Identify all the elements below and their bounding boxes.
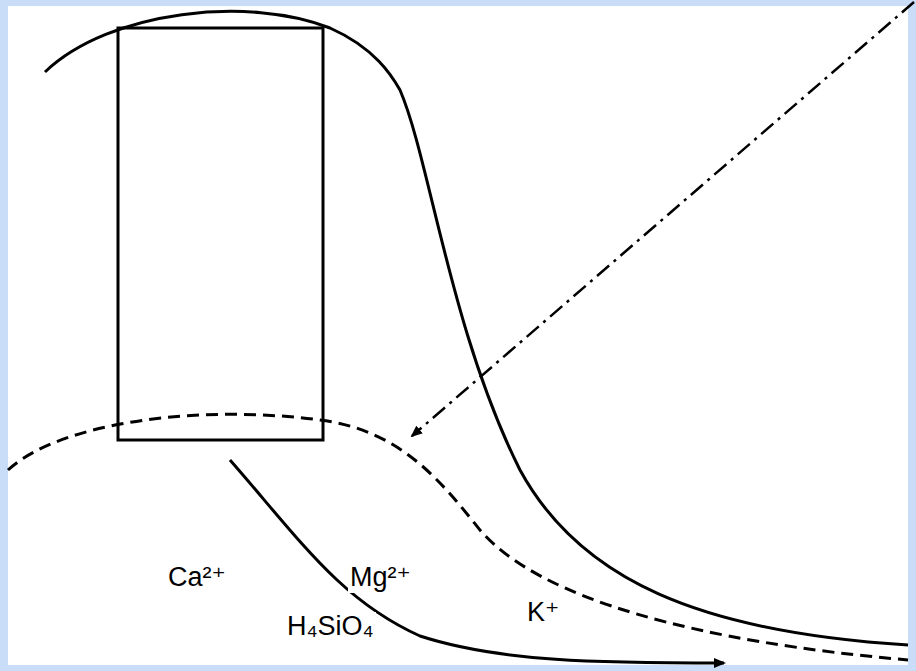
water-input-arrow bbox=[412, 2, 914, 436]
ion-label: H₄SiO₄ bbox=[285, 612, 376, 642]
weathering-front bbox=[8, 414, 908, 660]
ion-label: K⁺ bbox=[525, 598, 561, 628]
ion-label: Mg²⁺ bbox=[348, 563, 413, 593]
solute-flow-arrow bbox=[230, 460, 724, 663]
soil-column bbox=[118, 28, 323, 440]
ion-label: Ca²⁺ bbox=[166, 563, 228, 593]
white-panel bbox=[8, 6, 908, 665]
hill-surface bbox=[45, 11, 908, 645]
